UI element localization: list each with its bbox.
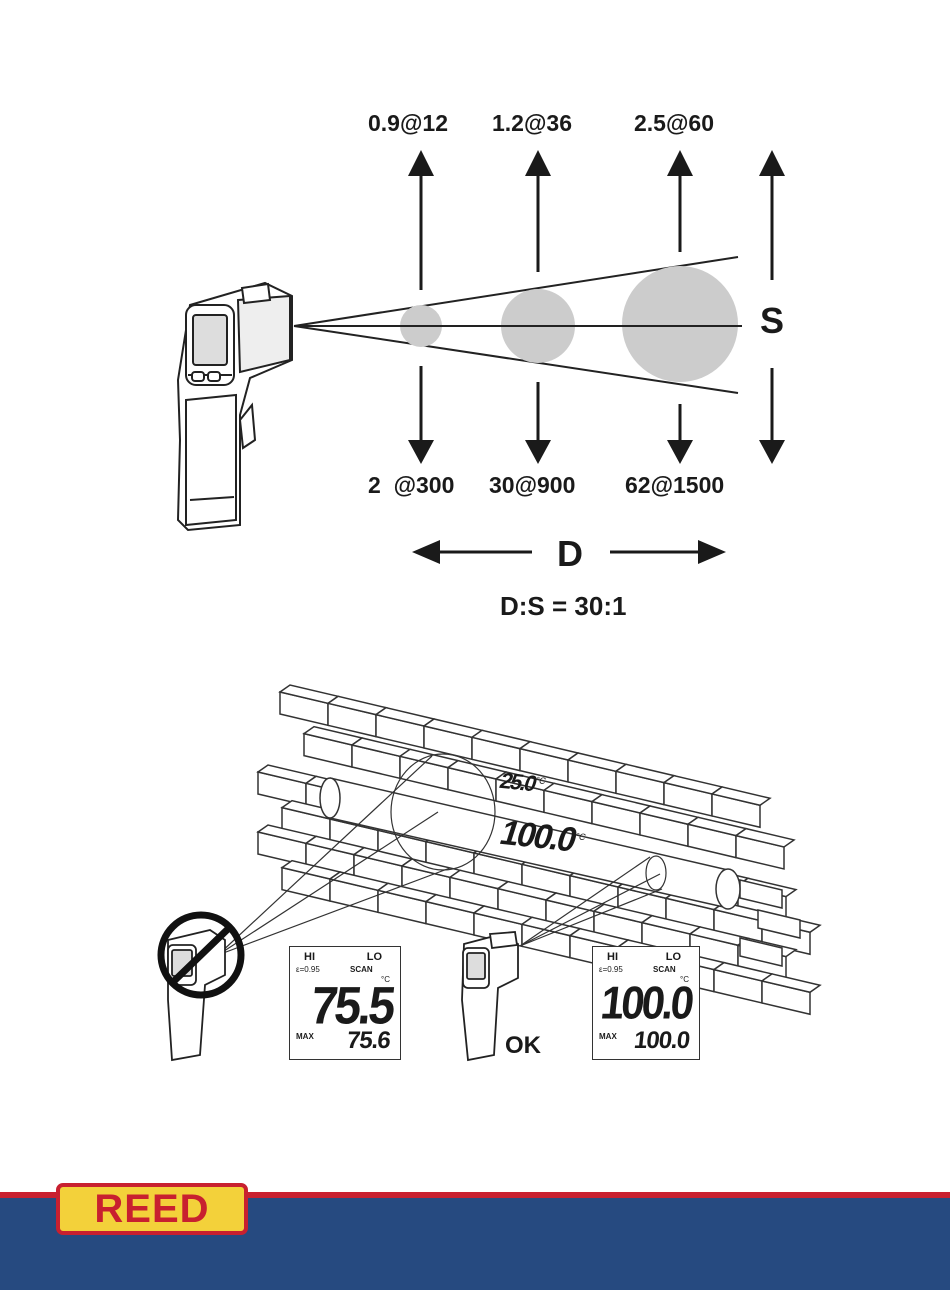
main-reading: 100.0 bbox=[598, 977, 694, 1030]
max-value: 100.0 bbox=[632, 1027, 690, 1055]
hi-indicator: HI bbox=[304, 951, 315, 963]
lcd-display-good: HI LO ε=0.95 SCAN °C 100.0 MAX 100.0 bbox=[592, 946, 700, 1060]
lo-indicator: LO bbox=[367, 951, 382, 963]
ir-thermometer-icon bbox=[178, 283, 292, 530]
max-label: MAX bbox=[599, 1032, 617, 1041]
ok-label: OK bbox=[505, 1032, 541, 1060]
spot-label-1: 0.9@12 bbox=[368, 110, 448, 137]
logo-text: REED bbox=[94, 1187, 209, 1232]
max-label: MAX bbox=[296, 1032, 314, 1041]
spot-label-2: 1.2@36 bbox=[492, 110, 572, 137]
lo-indicator: LO bbox=[666, 951, 681, 963]
reed-logo: REED bbox=[56, 1183, 248, 1235]
scan-indicator: SCAN bbox=[350, 965, 373, 974]
wall-readout-low: 25.0°C bbox=[497, 768, 549, 799]
distance-label-1: 2 @300 bbox=[368, 472, 454, 499]
max-value: 75.6 bbox=[346, 1027, 392, 1055]
spot-size-label: S bbox=[760, 300, 784, 342]
distance-label: D bbox=[557, 533, 583, 575]
scan-indicator: SCAN bbox=[653, 965, 676, 974]
hi-indicator: HI bbox=[607, 951, 618, 963]
distance-label-3: 62@1500 bbox=[625, 472, 724, 499]
emissivity: ε=0.95 bbox=[599, 965, 623, 974]
spot-60 bbox=[622, 266, 738, 382]
distance-label-2: 30@900 bbox=[489, 472, 575, 499]
lcd-display-bad: HI LO ε=0.95 SCAN °C 75.5 MAX 75.6 bbox=[289, 946, 401, 1060]
spot-label-3: 2.5@60 bbox=[634, 110, 714, 137]
emissivity: ε=0.95 bbox=[296, 965, 320, 974]
ds-ratio: D:S = 30:1 bbox=[500, 591, 626, 622]
spot-size-arrows bbox=[408, 150, 785, 564]
